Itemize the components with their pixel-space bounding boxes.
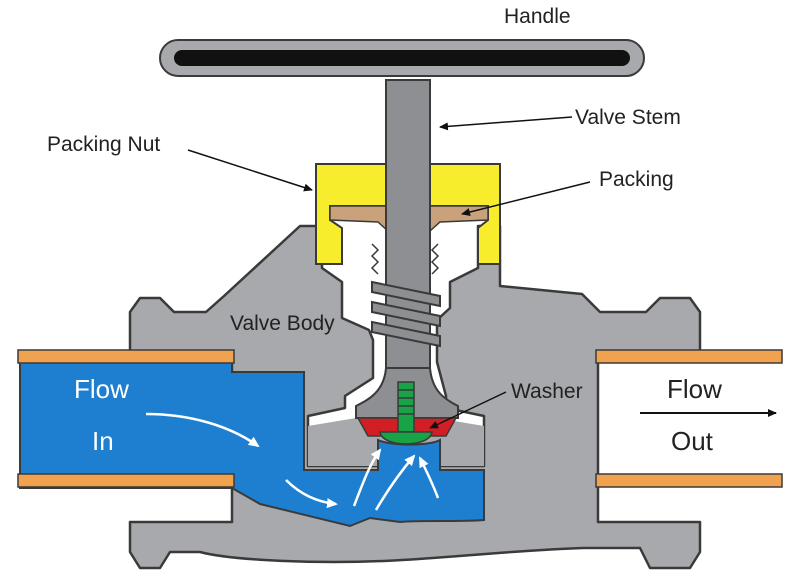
label-flow-out-line2: Out [671, 426, 714, 456]
label-washer: Washer [511, 380, 583, 403]
outlet-pipe-top [595, 349, 783, 364]
washer-screw-head [379, 431, 433, 445]
label-flow-in-line1: Flow [74, 374, 129, 404]
thread-icon [370, 243, 440, 275]
label-valve-body: Valve Body [230, 312, 335, 335]
arrow-icon [439, 116, 573, 131]
handle-grip [174, 50, 630, 66]
label-flow-in-line2: In [92, 426, 114, 456]
label-flow-out-line1: Flow [667, 374, 722, 404]
flow-arrow-icon [145, 412, 440, 511]
arrow-icon [461, 181, 591, 216]
inlet-pipe-top [17, 349, 235, 364]
inlet-pipe-bottom [17, 473, 235, 488]
label-packing-nut: Packing Nut [47, 133, 160, 156]
label-packing: Packing [599, 168, 674, 191]
arrow-icon [429, 391, 507, 429]
label-handle: Handle [504, 5, 571, 28]
valve-stem [385, 79, 431, 371]
label-valve-stem: Valve Stem [575, 106, 681, 129]
outlet-pipe-bottom [595, 473, 783, 488]
arrow-icon [187, 149, 313, 192]
stem-threads [371, 280, 441, 348]
